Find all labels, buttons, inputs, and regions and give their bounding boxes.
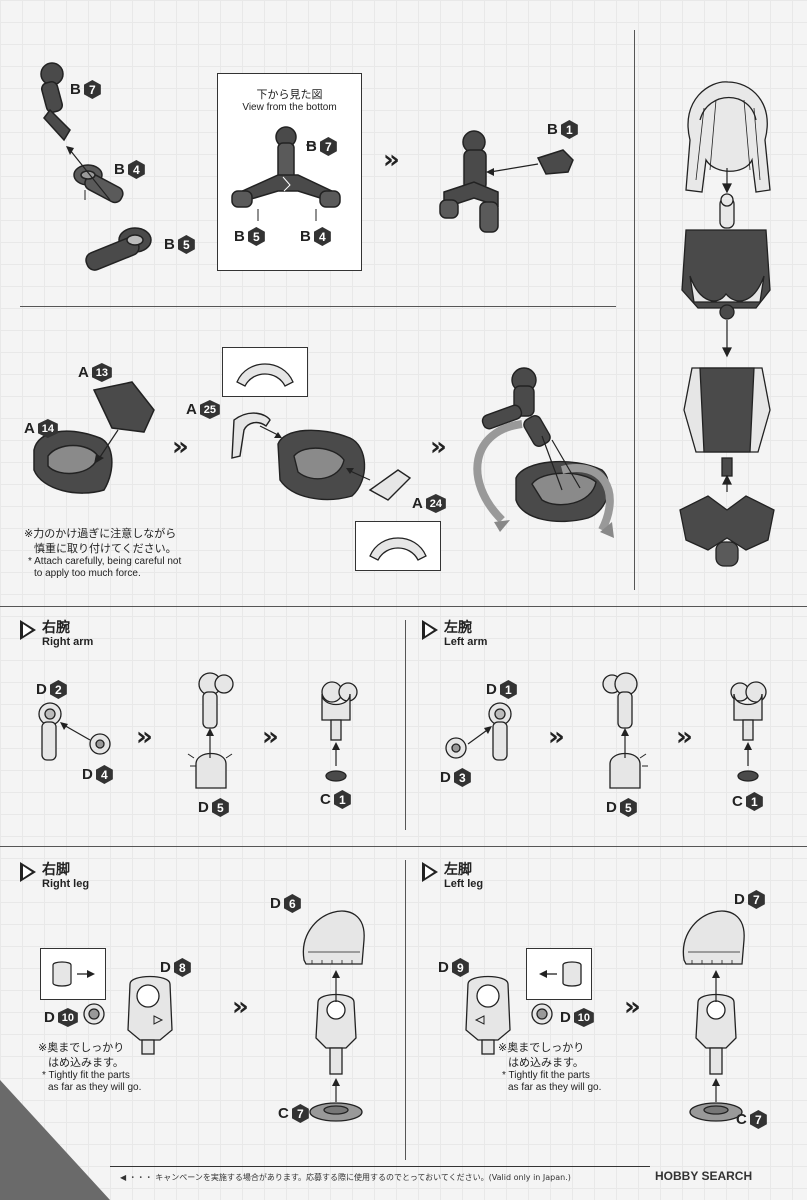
bottom-view-title-en: View from the bottom [242,102,337,113]
step-arrow-3: » [430,432,447,462]
left-leg-title-en: Left leg [444,878,484,890]
waist-joint-insertion-illustration [473,367,614,538]
right-arm-step-arrow-2: » [262,722,279,752]
bottom-view-illustration [231,126,341,221]
column-divider [634,30,635,590]
right-leg-title: 右脚 Right leg [20,862,89,891]
right-arm-title: 右腕 Right arm [20,620,93,649]
right-leg-fit-note: ※奥までしっかり はめ込みます。 * Tightly fit the parts… [38,1041,142,1093]
left-leg-title-jp: 左脚 [444,862,472,878]
section2-caution-note: ※力のかけ過ぎに注意しながら 慎重に取り付けてください。 * Attach ca… [24,527,182,579]
left-leg-title: 左脚 Left leg [422,862,483,891]
torso-assembly-illustration [679,81,775,567]
section-divider-1 [20,306,616,307]
step-triangle-icon [422,862,438,882]
left-leg-assembly-illustration [682,910,745,1122]
page-corner-decoration [0,1080,110,1200]
brand-watermark: HOBBY SEARCH [655,1169,753,1183]
part-a24-detail-box [355,521,441,571]
arm-column-divider [405,620,406,830]
footer-campaign-note: ◀ ・・・ キャンペーンを実施する場合があります。応募する際に使用するのでとって… [120,1173,571,1182]
leg-column-divider [405,860,406,1160]
left-leg-fit-note: ※奥までしっかり はめ込みます。 * Tightly fit the parts… [498,1041,602,1093]
right-arm-step3-illustration [321,681,358,782]
left-arm-step-arrow-2: » [676,722,693,752]
left-arm-title: 左腕 Left arm [422,620,487,649]
left-arm-title-jp: 左腕 [444,620,472,636]
left-arm-step3-illustration [730,681,767,782]
waist-armor-illustration [33,381,155,494]
step-triangle-icon [422,620,438,640]
footer-rule [110,1166,650,1167]
right-arm-step2-illustration [187,672,234,789]
left-arm-step1-illustration [445,702,512,761]
left-arm-title-en: Left arm [444,636,488,648]
right-arm-step1-illustration [38,702,111,761]
left-leg-step-arrow: » [624,992,641,1022]
assembled-joint-illustration [439,130,574,233]
right-leg-title-jp: 右脚 [42,862,70,878]
right-arm-step-arrow-1: » [136,722,153,752]
right-leg-step-arrow: » [232,992,249,1022]
right-arm-title-jp: 右腕 [42,620,70,636]
left-leg-insert-direction-box [526,948,592,1000]
left-arm-step2-illustration [602,672,648,789]
step-triangle-icon [20,620,36,640]
step-arrow-1: » [383,145,400,175]
part-a25-detail-box [222,347,308,397]
waist-assembly-illustration [231,412,412,501]
right-leg-insert-direction-box [40,948,106,1000]
left-arm-step-arrow-1: » [548,722,565,752]
right-leg-knee-illustration [83,975,173,1055]
right-arm-title-en: Right arm [42,636,94,648]
right-leg-title-en: Right leg [42,878,90,890]
section-divider-2 [0,606,807,607]
right-leg-assembly-illustration [302,910,365,1122]
arm-joint-exploded-illustration [40,62,152,271]
step-arrow-2: » [172,432,189,462]
bottom-view-title-jp: 下から見た図 [256,88,323,101]
left-leg-knee-illustration [465,975,553,1055]
section-divider-3 [0,846,807,847]
step-triangle-icon [20,862,36,882]
